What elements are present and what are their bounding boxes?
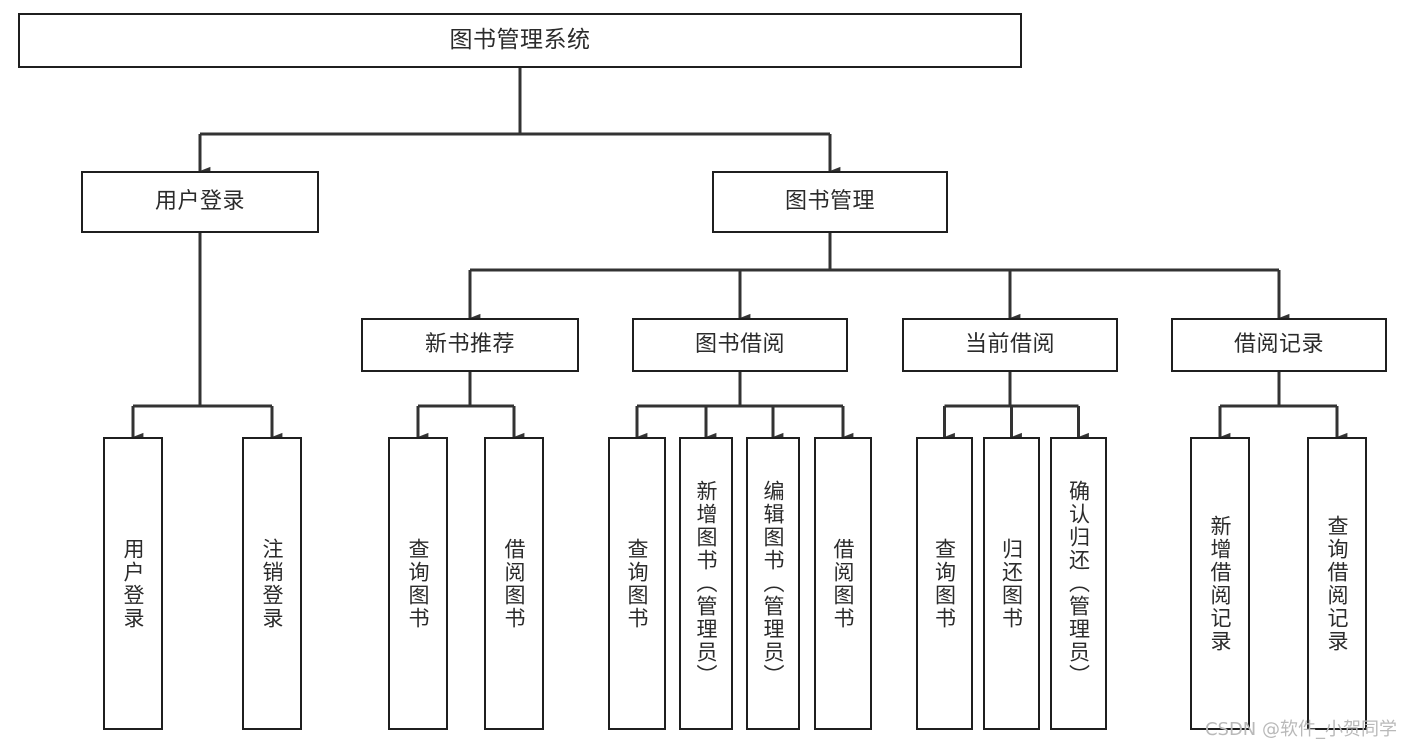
node-label-leaf-query-book-current: 查询图书 — [932, 537, 957, 630]
node-leaf-edit-book-admin[interactable]: 编辑图书（管理员） — [746, 437, 800, 730]
node-label-leaf-user-login: 用户登录 — [121, 537, 146, 630]
node-label-book-management: 图书管理 — [784, 188, 875, 214]
node-leaf-query-book-current[interactable]: 查询图书 — [916, 437, 973, 730]
node-label-leaf-add-book-admin: 新增图书（管理员） — [694, 480, 719, 687]
node-label-leaf-edit-book-admin: 编辑图书（管理员） — [761, 480, 786, 687]
node-root[interactable]: 图书管理系统 — [18, 13, 1022, 68]
node-leaf-logout[interactable]: 注销登录 — [242, 437, 302, 730]
node-leaf-borrow-book-recommend[interactable]: 借阅图书 — [484, 437, 544, 730]
node-leaf-confirm-return-admin[interactable]: 确认归还（管理员） — [1050, 437, 1107, 730]
node-label-leaf-borrow-book-recommend: 借阅图书 — [502, 537, 527, 630]
node-leaf-borrow-book[interactable]: 借阅图书 — [814, 437, 872, 730]
node-label-borrow-record: 借阅记录 — [1233, 331, 1324, 357]
node-label-book-borrow: 图书借阅 — [694, 331, 785, 357]
connector-group — [131, 68, 1348, 442]
node-current-borrow[interactable]: 当前借阅 — [902, 318, 1118, 372]
node-leaf-add-book-admin[interactable]: 新增图书（管理员） — [679, 437, 733, 730]
node-label-leaf-return-book: 归还图书 — [999, 537, 1024, 630]
node-book-borrow[interactable]: 图书借阅 — [632, 318, 848, 372]
node-label-leaf-query-book-borrow: 查询图书 — [625, 537, 650, 630]
node-label-user-login: 用户登录 — [154, 188, 245, 214]
node-leaf-user-login[interactable]: 用户登录 — [103, 437, 163, 730]
node-label-leaf-confirm-return-admin: 确认归还（管理员） — [1066, 480, 1091, 687]
node-leaf-query-book-recommend[interactable]: 查询图书 — [388, 437, 448, 730]
node-label-leaf-borrow-book: 借阅图书 — [831, 537, 856, 630]
node-new-book-recommend[interactable]: 新书推荐 — [361, 318, 579, 372]
node-label-root: 图书管理系统 — [449, 26, 591, 53]
node-leaf-query-book-borrow[interactable]: 查询图书 — [608, 437, 666, 730]
node-label-current-borrow: 当前借阅 — [964, 331, 1055, 357]
node-leaf-add-borrow-record[interactable]: 新增借阅记录 — [1190, 437, 1250, 730]
node-label-leaf-add-borrow-record: 新增借阅记录 — [1208, 514, 1233, 653]
node-leaf-return-book[interactable]: 归还图书 — [983, 437, 1040, 730]
node-leaf-query-borrow-record[interactable]: 查询借阅记录 — [1307, 437, 1367, 730]
node-borrow-record[interactable]: 借阅记录 — [1171, 318, 1387, 372]
node-label-leaf-logout: 注销登录 — [260, 537, 285, 630]
node-label-leaf-query-book-recommend: 查询图书 — [406, 537, 431, 630]
csdn-watermark: CSDN @软件_小贺同学 — [1204, 719, 1397, 740]
node-label-new-book-recommend: 新书推荐 — [424, 331, 515, 357]
node-book-management[interactable]: 图书管理 — [712, 171, 948, 233]
node-label-leaf-query-borrow-record: 查询借阅记录 — [1325, 514, 1350, 653]
node-user-login[interactable]: 用户登录 — [81, 171, 319, 233]
